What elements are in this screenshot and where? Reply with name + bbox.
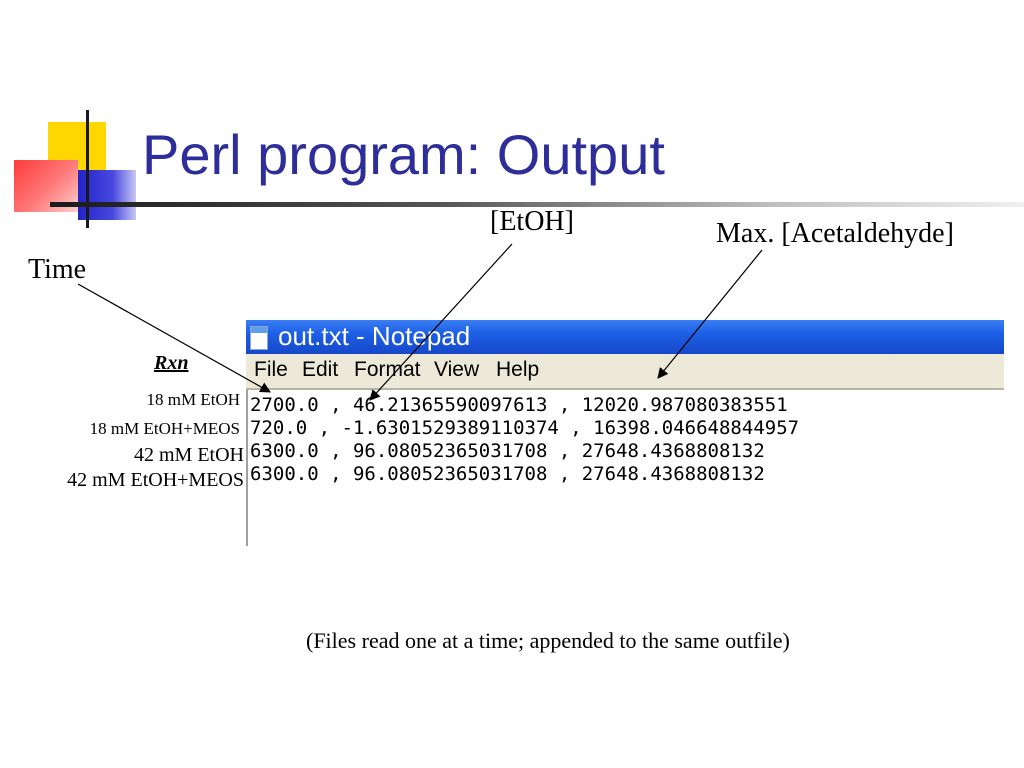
output-line-1: 2700.0 , 46.21365590097613 , 12020.98708… <box>250 394 788 416</box>
output-line-2: 720.0 , -1.6301529389110374 , 16398.0466… <box>250 417 800 439</box>
rxn-row-3: 42 mM EtOH <box>134 444 244 466</box>
time-label: Time <box>28 254 87 285</box>
logo-vertical-line <box>86 110 89 228</box>
menu-help[interactable]: Help <box>496 358 540 381</box>
menu-format[interactable]: Format <box>354 358 421 381</box>
slide-logo <box>0 100 140 230</box>
footnote: (Files read one at a time; appended to t… <box>306 628 790 653</box>
title-rule <box>50 202 1024 207</box>
acetaldehyde-label: Max. [Acetaldehyde] <box>716 218 954 249</box>
output-line-4: 6300.0 , 96.08052365031708 , 27648.43688… <box>250 463 765 485</box>
notepad-text-area[interactable]: 2700.0 , 46.21365590097613 , 12020.98708… <box>250 394 799 486</box>
menu-edit[interactable]: Edit <box>302 358 339 381</box>
time-arrow <box>77 283 271 393</box>
notepad-title-bar[interactable]: out.txt - Notepad <box>246 320 1004 354</box>
output-line-3: 6300.0 , 96.08052365031708 , 27648.43688… <box>250 440 765 462</box>
notepad-window-title: out.txt - Notepad <box>278 321 471 351</box>
notepad-icon <box>250 326 268 350</box>
etoh-label: [EtOH] <box>490 206 574 237</box>
menu-file[interactable]: File <box>254 358 288 381</box>
rxn-row-1: 18 mM EtOH <box>146 390 241 409</box>
slide-title: Perl program: Output <box>142 123 665 186</box>
menu-view[interactable]: View <box>434 358 480 381</box>
rxn-row-2: 18 mM EtOH+MEOS <box>89 419 240 438</box>
rxn-header: Rxn <box>154 352 189 374</box>
rxn-row-4: 42 mM EtOH+MEOS <box>67 469 244 491</box>
notepad-window: out.txt - Notepad File Edit Format View … <box>246 320 1004 546</box>
notepad-edit-border <box>246 390 248 546</box>
notepad-menu-bar: File Edit Format View Help <box>246 354 1004 390</box>
